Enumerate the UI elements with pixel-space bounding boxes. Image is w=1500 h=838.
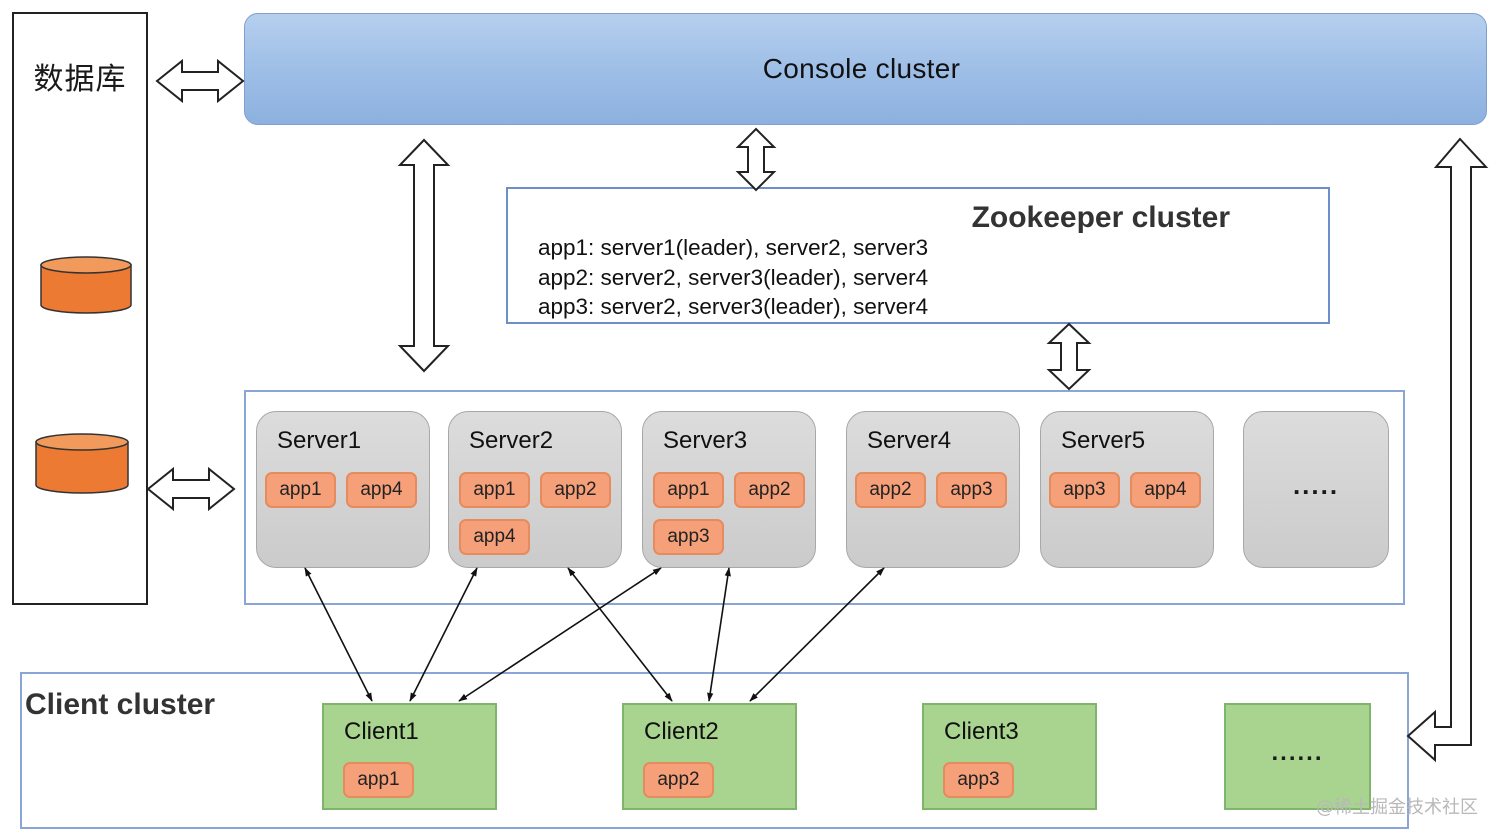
zookeeper-line: app1: server1(leader), server2, server3 [538, 235, 929, 260]
client-name: Client2 [644, 718, 719, 745]
server-name: Server3 [663, 427, 748, 454]
double-arrow-icon [155, 58, 245, 104]
client-server-link [749, 567, 885, 702]
client-server-link [567, 567, 673, 702]
client-server-link [304, 567, 373, 702]
zookeeper-cluster: Zookeeper cluster app1: server1(leader),… [506, 187, 1330, 324]
app-chip: app1 [265, 472, 336, 508]
zookeeper-title: Zookeeper cluster [971, 201, 1230, 234]
client-node: Client2 app2 [622, 703, 797, 810]
client-server-link [458, 567, 662, 702]
database-title: 数据库 [33, 62, 127, 97]
app-chip: app2 [643, 762, 714, 798]
server-node: Server4 app2 app3 [846, 411, 1020, 568]
app-chip: app3 [653, 519, 724, 555]
server-cluster: Server1 app1 app4 Server2 app1 app2 app4… [244, 390, 1405, 605]
server-name: Server1 [277, 427, 362, 454]
console-cluster: Console cluster [244, 13, 1487, 125]
server-name: Server5 [1061, 427, 1146, 454]
client-server-link [707, 567, 731, 702]
server-name: Server2 [469, 427, 554, 454]
app-chip: app3 [936, 472, 1007, 508]
zookeeper-assignments: app1: server1(leader), server2, server3 … [538, 233, 928, 322]
server-more: ..... [1243, 411, 1389, 568]
double-arrow-icon [735, 127, 777, 192]
app-chip: app1 [459, 472, 530, 508]
double-arrow-icon [1046, 322, 1092, 391]
double-arrow-icon [146, 466, 236, 512]
app-chip: app1 [653, 472, 724, 508]
console-cluster-label: Console cluster [762, 53, 961, 84]
app-chip: app4 [346, 472, 417, 508]
client-node: Client1 app1 [322, 703, 497, 810]
client-name: Client3 [944, 718, 1019, 745]
client-server-link [409, 567, 478, 702]
app-chip: app2 [855, 472, 926, 508]
app-chip: app3 [943, 762, 1014, 798]
app-chip: app2 [540, 472, 611, 508]
client-name: Client1 [344, 718, 419, 745]
server-node: Server2 app1 app2 app4 [448, 411, 622, 568]
more-servers-ellipsis: ..... [1292, 470, 1340, 500]
app-chip: app3 [1049, 472, 1120, 508]
app-chip: app1 [343, 762, 414, 798]
watermark: @稀土掘金技术社区 [1316, 797, 1478, 818]
client-cluster-title: Client cluster [25, 688, 216, 721]
elbow-arrow-icon [1406, 137, 1489, 763]
server-node: Server1 app1 app4 [256, 411, 430, 568]
zookeeper-line: app3: server2, server3(leader), server4 [538, 294, 929, 319]
server-node: Server3 app1 app2 app3 [642, 411, 816, 568]
app-chip: app4 [459, 519, 530, 555]
more-clients-ellipsis: ...... [1271, 739, 1324, 766]
server-name: Server4 [867, 427, 952, 454]
app-chip: app4 [1130, 472, 1201, 508]
app-chip: app2 [734, 472, 805, 508]
database-cylinder-icon [40, 256, 132, 314]
client-node: Client3 app3 [922, 703, 1097, 810]
zookeeper-line: app2: server2, server3(leader), server4 [538, 264, 929, 290]
double-arrow-icon [397, 138, 451, 373]
server-node: Server5 app3 app4 [1040, 411, 1214, 568]
client-more: ...... [1224, 703, 1371, 810]
database-cylinder-icon [35, 433, 129, 494]
